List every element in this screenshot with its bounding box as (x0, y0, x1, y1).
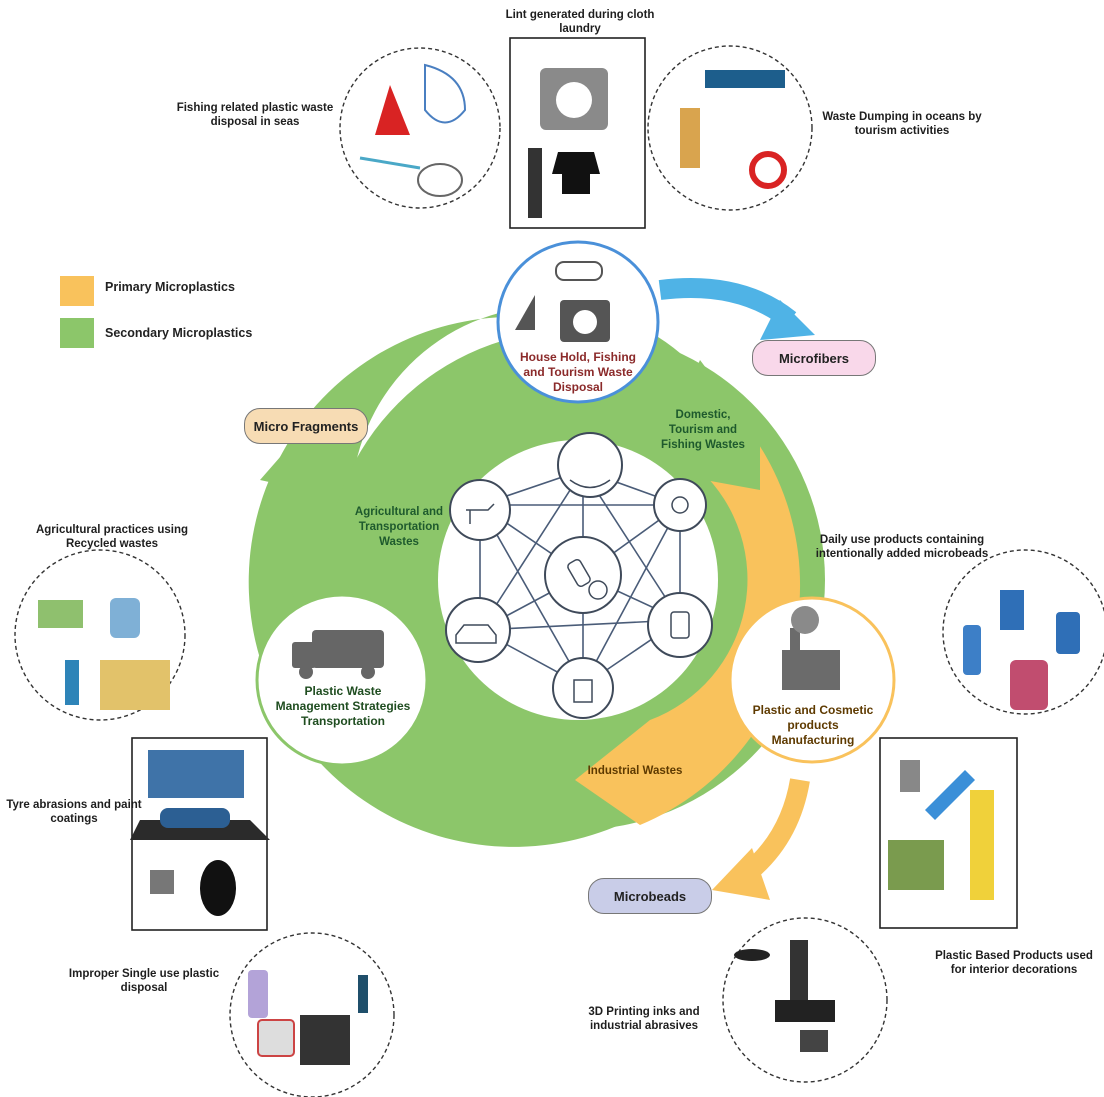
waste-management-hub-label: Plastic Waste Management Strategies Tran… (275, 684, 411, 728)
soap-node-icon (647, 592, 713, 658)
bowl-icon (569, 479, 611, 489)
manufacturing-hub-label: Plastic and Cosmetic products Manufactur… (752, 703, 874, 747)
micro-fragments-arrow (261, 466, 299, 616)
industrial-ring-label: Industrial Wastes (587, 765, 683, 777)
greenhouse-icon (38, 600, 83, 628)
city-skyline-icon (148, 750, 244, 798)
microfibers-arrow (658, 278, 797, 328)
sunscreen-icon (963, 625, 981, 675)
fishing-source-label: Fishing related plastic waste disposal i… (176, 102, 334, 128)
landing-net-icon (417, 163, 463, 197)
laundry-source-label: Lint generated during cloth laundry (505, 9, 655, 35)
garbage-truck-icon (292, 630, 384, 679)
pill-pack-icon (1010, 660, 1048, 710)
faucet-node-icon (557, 432, 623, 498)
buoy-icon (375, 85, 410, 135)
pump-bottle-icon (670, 611, 690, 639)
person-icon (528, 148, 542, 218)
car-icon (455, 624, 497, 644)
brush-icon (925, 770, 975, 820)
fishing-net-icon (424, 63, 467, 124)
paint-can-icon (900, 760, 920, 792)
water-tank-icon (110, 598, 140, 638)
domestic-ring-label: Domestic, Tourism and Fishing Wastes (661, 409, 745, 451)
tyre-icon (200, 860, 236, 916)
tshirt-icon (552, 152, 600, 194)
legend-secondary-swatch (60, 318, 94, 348)
spray-gun-icon (466, 503, 495, 524)
agricultural-ring-label: Agricultural and Transportation Wastes (354, 506, 444, 548)
worker-icon (970, 790, 994, 900)
goggles-icon (555, 261, 603, 281)
single-use-source-label: Improper Single use plastic disposal (68, 968, 220, 994)
legend-primary-label: Primary Microplastics (105, 280, 235, 294)
microbeads-pill: Microbeads (588, 878, 712, 914)
crop-field-icon (100, 660, 170, 710)
shower-person-icon (1000, 590, 1024, 630)
waste-management-hub (255, 593, 429, 767)
fishing-source-circle (339, 47, 501, 209)
car-icon-dark (160, 808, 230, 828)
printer-icon (800, 1030, 828, 1052)
magnifier-icon (588, 580, 608, 600)
microfibers-pill: Microfibers (752, 340, 876, 376)
container-icon (257, 1019, 295, 1057)
legend-secondary-label: Secondary Microplastics (105, 326, 253, 340)
daily-use-source-label: Daily use products containing intentiona… (815, 534, 989, 560)
agriculture-source-label: Agricultural practices using Recycled wa… (35, 524, 189, 550)
tube-icon (358, 975, 368, 1013)
factory-node-icon (552, 657, 614, 719)
lifebuoy-icon (749, 151, 787, 189)
plastic-bottle-icon (567, 558, 591, 588)
car-node-icon (445, 597, 511, 663)
micro-fragments-pill: Micro Fragments (244, 408, 368, 444)
turf-icon (888, 840, 944, 890)
legend-primary-swatch (60, 276, 94, 306)
sailboat-icon (515, 295, 535, 330)
bottle-node-icon (653, 478, 707, 532)
daily-use-source-circle (942, 549, 1104, 715)
interior-source-label: Plastic Based Products used for interior… (935, 950, 1093, 976)
mask-icon (671, 496, 689, 514)
factory-icon (782, 606, 840, 690)
3d-printer-icon (790, 940, 808, 1010)
tourism-source-label: Waste Dumping in oceans by tourism activ… (822, 111, 982, 137)
ship-icon (705, 70, 785, 88)
washing-machine-door-icon (573, 310, 597, 334)
printing-source-label: 3D Printing inks and industrial abrasive… (588, 1006, 700, 1032)
paint-bucket-icon (150, 870, 174, 894)
farmer-icon (65, 660, 79, 705)
tyre-source-label: Tyre abrasions and paint coatings (6, 799, 142, 825)
bottle-icon (248, 970, 268, 1018)
abrasive-disc-icon (734, 949, 770, 961)
tourist-icon (680, 108, 700, 168)
household-hub-label: House Hold, Fishing and Tourism Waste Di… (520, 350, 636, 394)
center-node-icon (544, 536, 622, 614)
packaging-icon (300, 1015, 350, 1065)
chimney-icon (573, 679, 593, 703)
lotion-bottle-icon (1056, 612, 1080, 654)
